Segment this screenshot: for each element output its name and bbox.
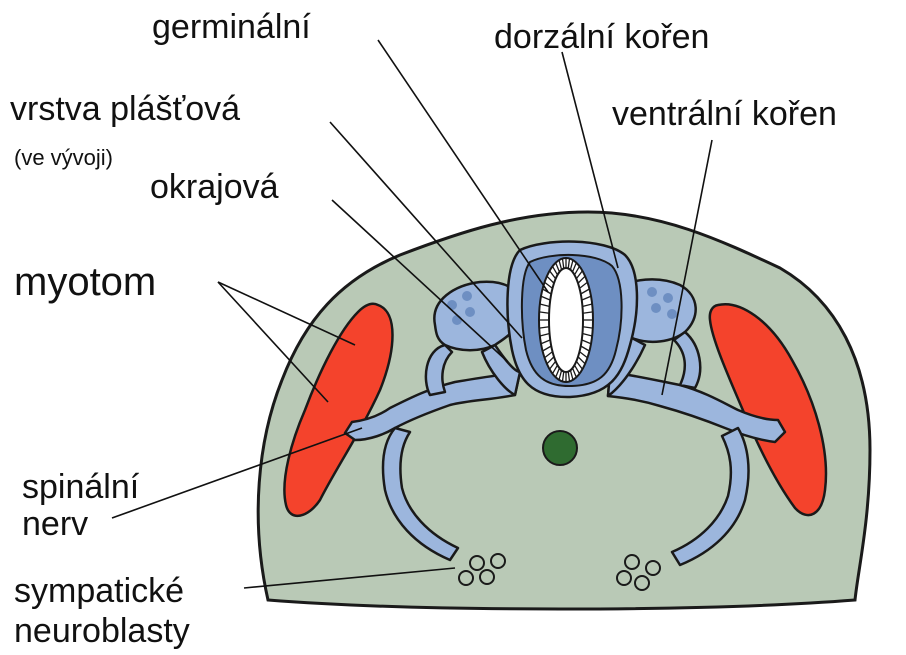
notochord	[543, 431, 577, 465]
label-sympathetic-2: neuroblasty	[14, 612, 190, 650]
label-spinal-nerve-1: spinální	[22, 468, 140, 506]
label-mantle-layer-note: (ve vývoji)	[14, 145, 113, 170]
label-mantle-layer: vrstva plášťová	[10, 90, 240, 128]
label-myotome: myotom	[14, 260, 156, 304]
label-marginal: okrajová	[150, 168, 279, 206]
label-spinal-nerve-2: nerv	[22, 505, 88, 543]
label-germinal: germinální	[152, 8, 311, 46]
central-canal	[549, 268, 583, 372]
label-sympathetic-1: sympatické	[14, 572, 184, 610]
label-ventral-root: ventrální kořen	[612, 95, 837, 133]
label-dorsal-root: dorzální kořen	[494, 18, 709, 56]
